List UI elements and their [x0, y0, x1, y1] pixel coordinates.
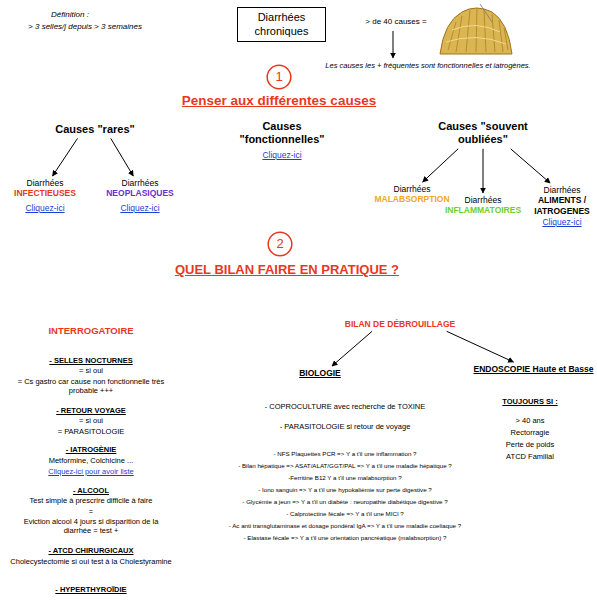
cause-item: DiarrhéesALIMENTS / IATROGENESCliquez-ic…: [527, 185, 597, 227]
node-text: Causes "fonctionnelles": [227, 120, 337, 147]
note-text: > de 40 causes =: [356, 17, 436, 27]
checklist-item: - SELLES NOCTURNES: [10, 356, 172, 365]
circle-shape: [267, 65, 291, 89]
connector-arrow: [53, 138, 78, 176]
node-text: Cliquez-ici: [227, 150, 337, 160]
node-text: Cliquez-ici: [95, 203, 185, 213]
node-text: Cliquez-ici: [5, 203, 85, 213]
checklist-note: Eviction alcool 4 jours si disparition d…: [10, 517, 172, 535]
node-text: Causes "souvent oubliées": [428, 120, 538, 147]
connector-arrow: [423, 149, 459, 182]
straw-highlight: [446, 25, 506, 44]
node-text: Cliquez-ici: [527, 217, 597, 227]
leader-arrow: [393, 31, 394, 58]
node-text: Diarrhées: [372, 184, 452, 194]
node-text: BIOLOGIE: [290, 368, 350, 378]
workup-branch: BIOLOGIE: [290, 368, 350, 378]
section-heading: QUEL BILAN FAIRE EN PRATIQUE ?: [127, 262, 447, 278]
lab-test: -Ferritine B12 Y a t'il une malabsorptio…: [195, 474, 495, 482]
checklist-item: - HYPERTHYROÏDIE: [10, 585, 172, 594]
criteria-item: Perte de poids: [470, 440, 590, 449]
column-heading: INTERROGATOIRE: [16, 325, 166, 337]
step-circle: 2: [267, 231, 293, 257]
criteria-heading: TOUJOURS SI :: [470, 397, 590, 406]
lab-test: - Elastase fécale => Y a t'il une orient…: [195, 534, 495, 542]
criteria-item: ATCD Familial: [470, 452, 590, 461]
circle-shape: [268, 232, 292, 256]
checklist-item: - ATCD CHIRURGICAUX: [10, 546, 172, 555]
cause-group: Causes "fonctionnelles" Cliquez-ici: [227, 120, 337, 160]
connector-arrow: [511, 149, 551, 183]
node-text: Diarrhées: [437, 195, 529, 205]
cause-group: Causes "souvent oubliées": [428, 120, 538, 147]
checklist-item: - RETOUR VOYAGE: [10, 406, 172, 415]
connector-arrow: [111, 138, 134, 176]
haystack-illustration: [440, 4, 512, 54]
title-box: Diarrhées chroniques: [237, 7, 326, 42]
connector-arrow: [332, 331, 372, 366]
needle-symbol: [480, 4, 492, 22]
step-circle: 1: [266, 64, 292, 90]
cause-group: Causes "rares": [40, 123, 150, 136]
link-text: Cliquez-ici pour avoir liste: [10, 467, 172, 476]
checklist-note: = Cs gastro car cause non fonctionnelle …: [10, 377, 172, 395]
checklist-item: - ALCOOL: [10, 486, 172, 495]
checklist-note: Metformine, Colchicine ...: [10, 456, 172, 465]
straw-lines: [448, 8, 508, 52]
criteria-item: > 40 ans: [470, 416, 590, 425]
lab-test: - PARASITOLOGIE si retour de voyage: [195, 422, 495, 431]
node-text: Diarrhées: [5, 178, 85, 188]
lab-test: - Ac anti transglutaminase et dosage pon…: [195, 522, 495, 530]
section-heading: Penser aux différentes causes: [139, 93, 419, 109]
lab-test: - NFS Plaquettes PCR => Y a t'il une inf…: [195, 450, 495, 458]
node-text: Diarrhées chroniques: [242, 11, 321, 38]
connector-arrow: [483, 149, 484, 193]
definition-label: Définition :: [10, 10, 130, 20]
node-text: INFECTIEUSES: [5, 188, 85, 198]
lab-test: - COPROCULTURE avec recherche de TOXINE: [195, 402, 495, 411]
workup-branch: ENDOSCOPIE Haute et Basse: [470, 364, 597, 374]
cause-item: DiarrhéesINFECTIEUSES Cliquez-ici: [5, 178, 85, 213]
lab-test: - Iono sanguin => Y a t'il une hypokalié…: [195, 486, 495, 494]
checklist-note: = si oui: [10, 416, 172, 425]
checklist-note: Test simple à prescrire difficile à fair…: [10, 496, 172, 505]
haystack-body: [440, 8, 512, 54]
cause-item: DiarrhéesNEOPLASIQUES Cliquez-ici: [95, 178, 185, 213]
checklist-item: - IATROGÈNIE: [10, 445, 172, 454]
node-text: MALABSORPTION: [372, 194, 452, 204]
node-text: Diarrhées: [95, 178, 185, 188]
node-text: ENDOSCOPIE Haute et Basse: [470, 364, 597, 374]
checklist-note: = PARASITOLOGIE: [10, 427, 172, 436]
definition-text: > 3 selles/j depuis > 3 semaines: [0, 22, 170, 32]
workup-heading: BILAN DE DÉBROUILLAGE: [330, 319, 470, 329]
node-text: BILAN DE DÉBROUILLAGE: [330, 319, 470, 329]
note-text: Les causes les + fréquentes sont fonctio…: [298, 61, 558, 70]
checklist-note: = si oui: [10, 366, 172, 375]
node-text: INFLAMMATOIRES: [437, 205, 529, 215]
node-text: NEOPLASIQUES: [95, 188, 185, 198]
callout-number: 1: [275, 69, 282, 85]
cause-item: DiarrhéesINFLAMMATOIRES: [437, 195, 529, 216]
callout-number: 2: [276, 236, 283, 252]
connector-arrow: [447, 331, 514, 362]
node-text: ALIMENTS / IATROGENES: [527, 195, 597, 216]
node-text: Causes "rares": [40, 123, 150, 136]
cause-item: DiarrhéesMALABSORPTION: [372, 184, 452, 205]
criteria-item: Rectorragie: [470, 428, 590, 437]
lab-test: - Calprotectine fécale => Y a t'il une M…: [195, 510, 495, 518]
lab-test: - Glycémie a jeun => Y a t'il un diabète…: [195, 498, 495, 506]
lab-test: - Bilan hépatique => ASAT/ALAT/GGT/PAL =…: [195, 462, 495, 470]
checklist-note: Cholecystectomie si oui test à la Choles…: [10, 557, 172, 566]
node-text: Diarrhées: [527, 185, 597, 195]
checklist-note: =: [10, 507, 172, 516]
